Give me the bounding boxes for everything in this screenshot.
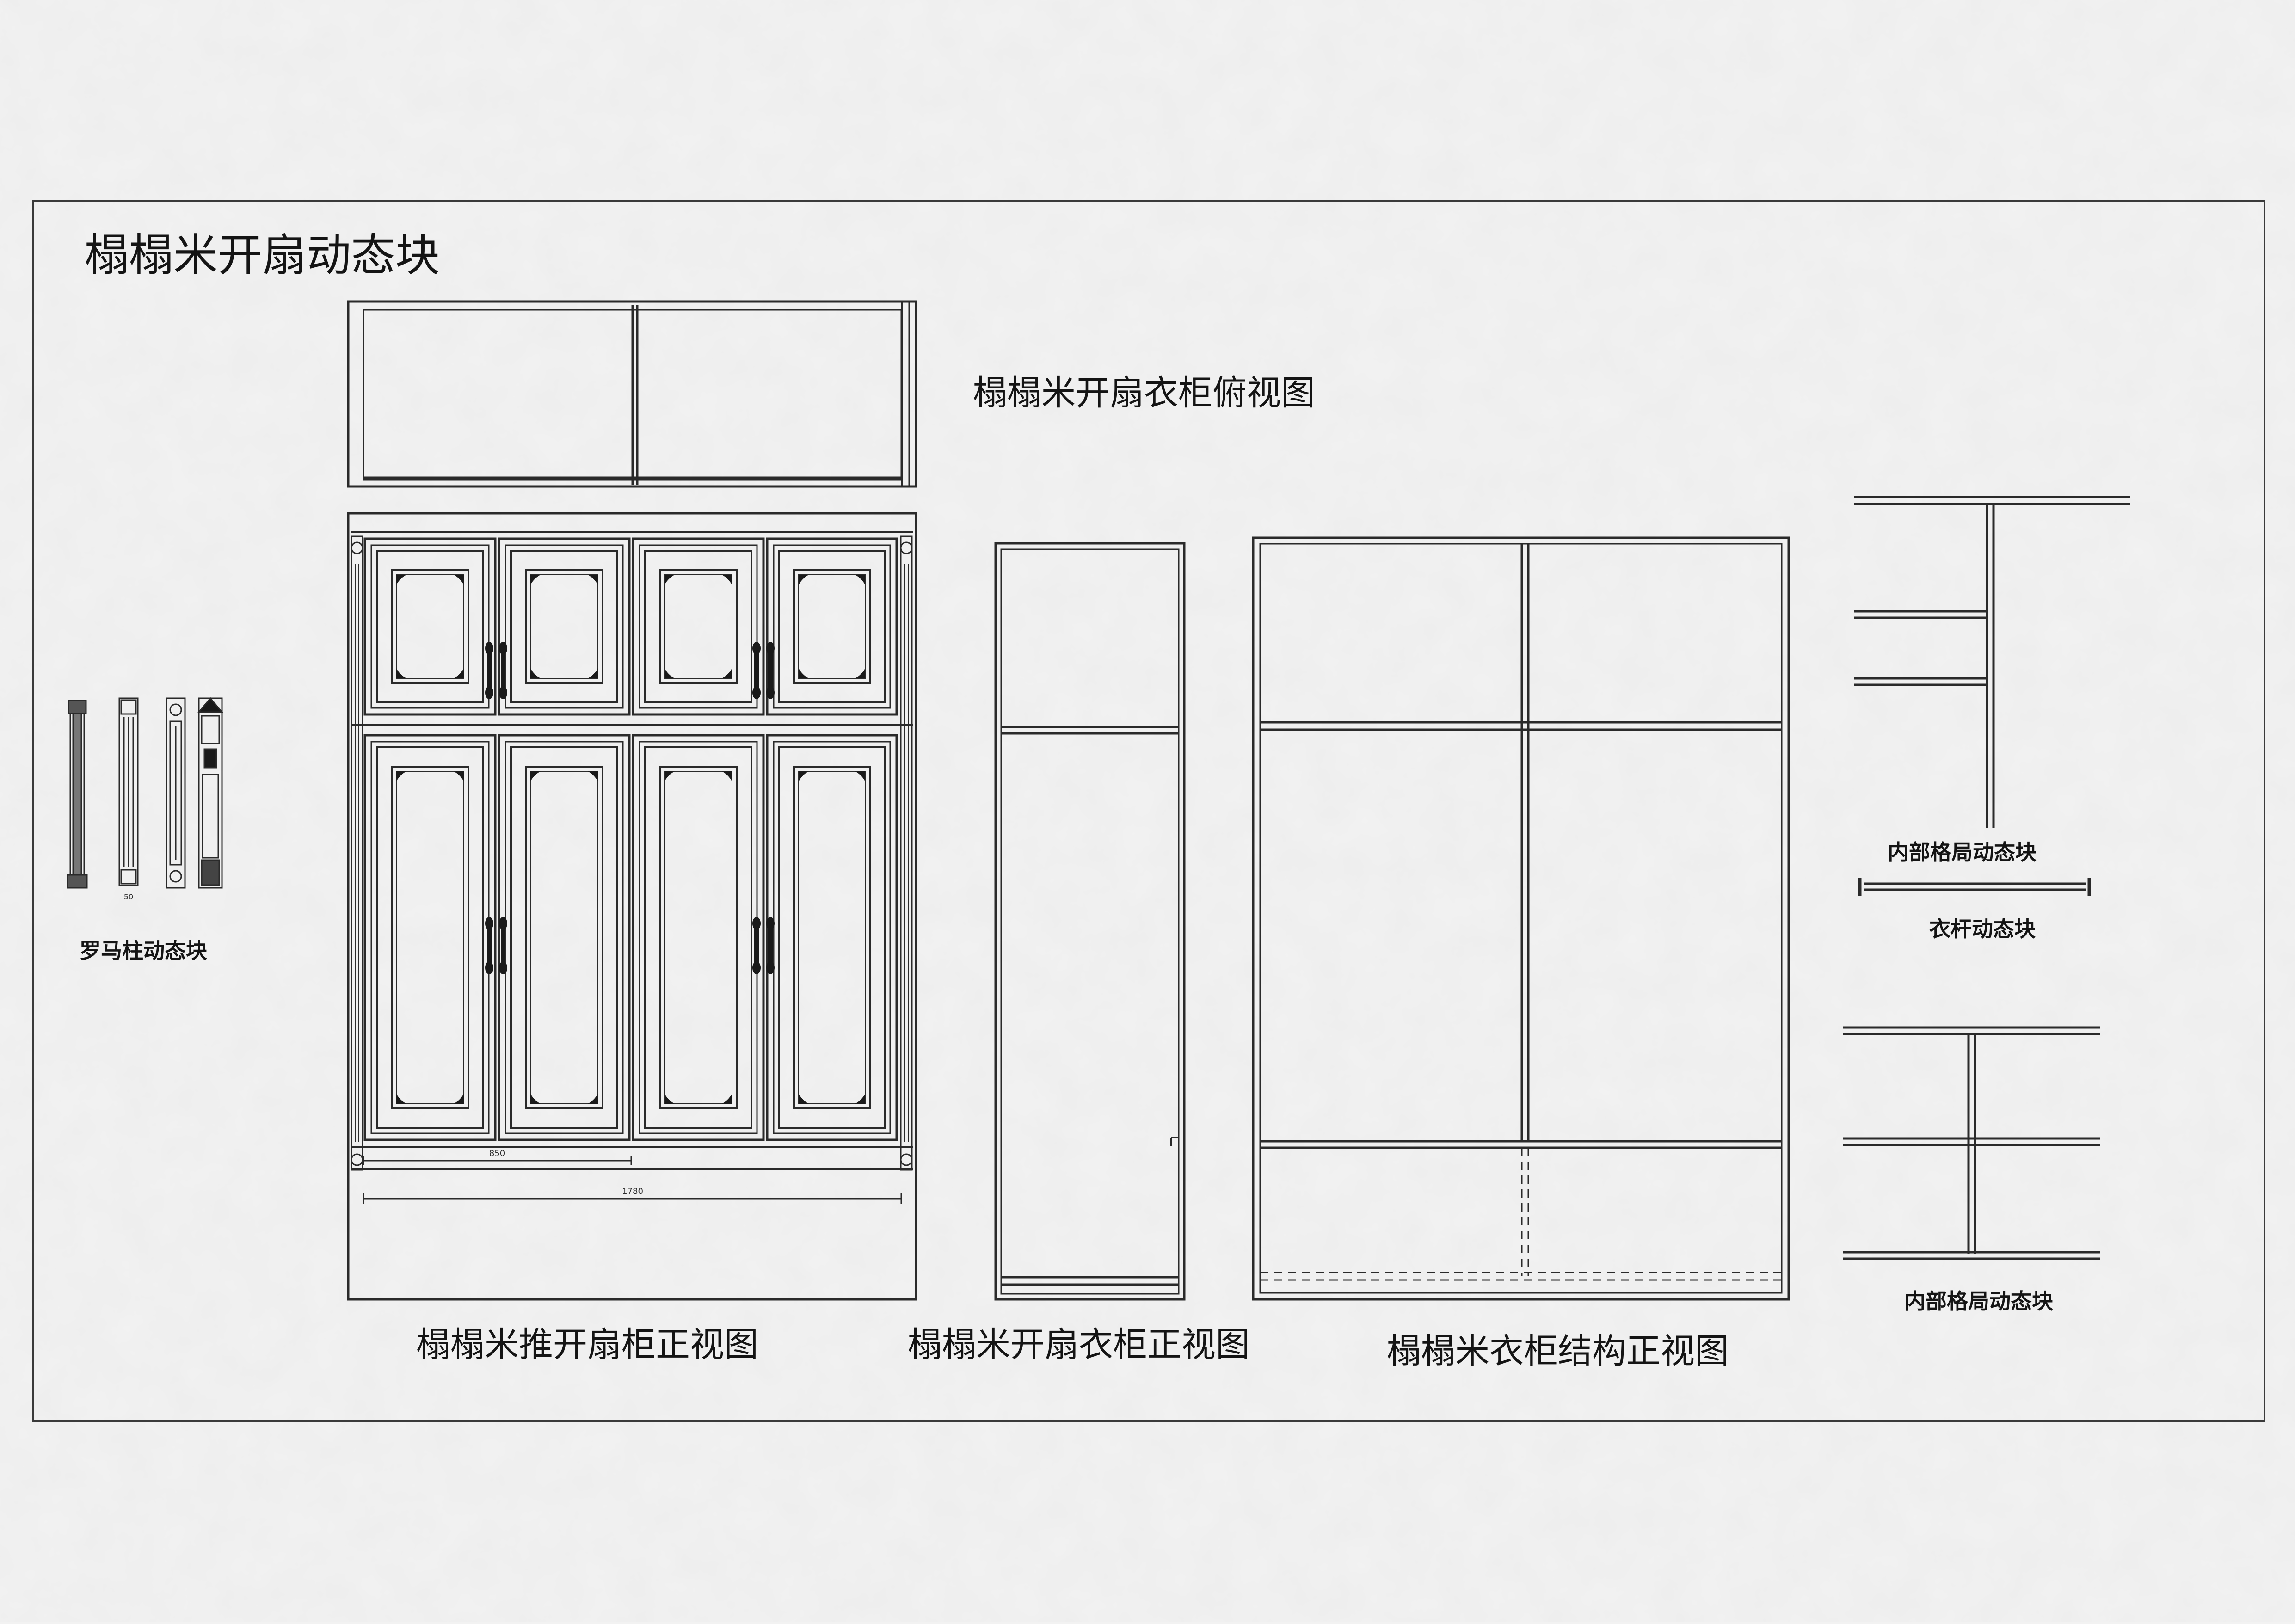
door-handle-3: [752, 642, 761, 699]
door-handle-4: [766, 642, 775, 699]
upper-door-panel-3: [632, 537, 765, 716]
column-width-dimension-text: 50: [124, 892, 133, 901]
interior-layout-label-bottom: 内部格局动态块: [1904, 1289, 2053, 1314]
push-front-view-label: 榻榻米推开扇柜正视图: [416, 1325, 758, 1365]
clothes-rod-label: 衣杆动态块: [1929, 917, 2036, 941]
top-view-label: 榻榻米开扇衣柜俯视图: [973, 373, 1315, 413]
wardrobe-side-pillar-1: [351, 535, 363, 1171]
push-door-front-view: 850 1780: [347, 512, 917, 1301]
half-width-dimension: 850: [363, 1149, 632, 1165]
main-title: 榻榻米开扇动态块: [85, 229, 440, 281]
lower-door-panel-3: [632, 734, 765, 1141]
drawing-border: [32, 200, 2265, 1422]
half-width-dimension-text: 850: [489, 1149, 505, 1158]
interior-layout-label-top: 内部格局动态块: [1888, 840, 2037, 865]
door-handle-5: [485, 917, 493, 974]
wardrobe-side-pillar-2: [900, 535, 913, 1171]
roman-column-sample-4: [197, 697, 224, 889]
door-handle-1: [485, 642, 493, 699]
roman-column-label: 罗马柱动态块: [80, 938, 207, 963]
structure-front-view: [1252, 536, 1790, 1301]
upper-door-panel-2: [498, 537, 631, 716]
door-handle-2: [499, 642, 507, 699]
roman-column-sample-1: [67, 700, 88, 889]
interior-layout-block-bottom: [1843, 1026, 2100, 1260]
roman-column-samples: 50: [67, 697, 224, 901]
full-width-dimension: 1780: [363, 1187, 902, 1204]
wardrobe-top-view: [347, 300, 917, 488]
full-width-dimension-text: 1780: [622, 1187, 643, 1196]
door-handle-8: [766, 917, 775, 974]
roman-column-sample-3: [166, 697, 186, 889]
clothes-rod-block: [1858, 878, 2091, 896]
interior-layout-block-top: [1854, 496, 2130, 828]
door-handle-6: [499, 917, 507, 974]
lower-door-panel-4: [766, 734, 898, 1141]
door-front-view-label: 榻榻米开扇衣柜正视图: [908, 1325, 1250, 1365]
roman-column-sample-2: [118, 697, 139, 886]
door-wardrobe-front-view: [994, 542, 1186, 1301]
upper-door-panel-4: [766, 537, 898, 716]
upper-door-panel-1: [363, 537, 497, 716]
door-handle-7: [752, 917, 761, 974]
structure-front-view-label: 榻榻米衣柜结构正视图: [1387, 1331, 1729, 1371]
